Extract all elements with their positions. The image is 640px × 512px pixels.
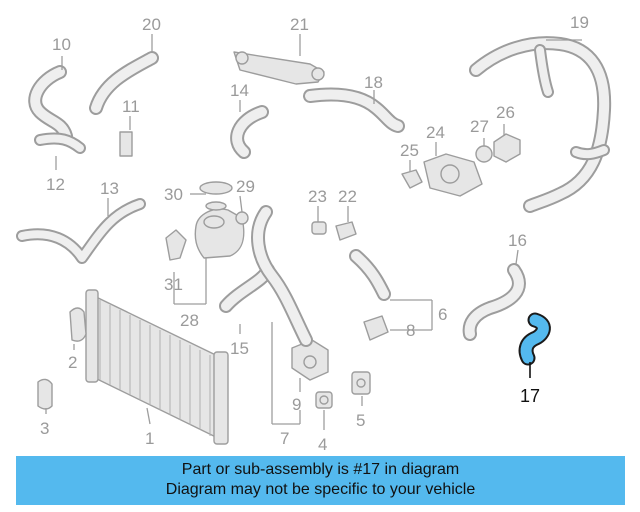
callout-labels: 1 2 3 4 5 6 7 8 9 10 11 12 13 14 15 16 1… [40,13,589,454]
callout-7[interactable]: 7 [280,429,289,448]
housing-part-24 [423,153,483,197]
reservoir-part-28 [194,208,245,259]
sensor-part-5 [351,371,371,395]
pipe-part-21 [233,51,325,85]
bracket-part-31 [165,229,187,261]
sensor-part-4 [315,391,333,409]
hose-part-16 [462,263,526,341]
sensor-part-11 [119,131,133,157]
hose-part-20 [89,51,159,115]
banner-line-1: Part or sub-assembly is #17 in diagram [181,461,460,478]
callout-8[interactable]: 8 [406,321,415,340]
callout-29[interactable]: 29 [236,177,255,196]
pipe-part-13 [16,198,146,264]
callout-31[interactable]: 31 [164,275,183,294]
callout-15[interactable]: 15 [230,339,249,358]
callout-19[interactable]: 19 [570,13,589,32]
callout-16[interactable]: 16 [508,231,527,250]
callout-4[interactable]: 4 [318,435,327,454]
pipe-part-12 [34,132,86,154]
callout-12[interactable]: 12 [46,175,65,194]
hose-part-15 [219,263,275,313]
callout-18[interactable]: 18 [364,73,383,92]
bracket-part-3 [37,378,53,410]
callout-5[interactable]: 5 [356,411,365,430]
cap-part-26 [493,133,521,163]
callout-2[interactable]: 2 [68,353,77,372]
callout-24[interactable]: 24 [426,123,445,142]
hose-part-7 [251,205,313,347]
banner-line-2: Diagram may not be specific to your vehi… [165,481,476,498]
callout-30[interactable]: 30 [164,185,183,204]
oring-part-27 [475,145,493,163]
callout-13[interactable]: 13 [100,179,119,198]
bracket-part-2 [69,307,87,342]
radiator-part-1 [85,289,229,445]
flange-part-8 [363,315,389,341]
hose-part-6 [349,249,391,301]
callout-23[interactable]: 23 [308,187,327,206]
callout-25[interactable]: 25 [400,141,419,160]
callout-22[interactable]: 22 [338,187,357,206]
callout-20[interactable]: 20 [142,15,161,34]
hose-part-14 [230,105,269,159]
leader-lines [45,34,582,430]
callout-17-highlighted[interactable]: 17 [520,386,540,406]
callout-26[interactable]: 26 [496,103,515,122]
callout-28[interactable]: 28 [180,311,199,330]
hose-part-19 [469,36,612,213]
callout-27[interactable]: 27 [470,117,489,136]
hose-part-10 [28,65,73,143]
housing-part-9 [291,339,329,381]
callout-9[interactable]: 9 [292,395,301,414]
gasket-part-25 [401,169,423,189]
hose-part-18 [303,87,405,133]
callout-1[interactable]: 1 [145,429,154,448]
clip-part-22 [335,221,357,241]
plug-part-23 [311,221,327,235]
callout-11[interactable]: 11 [122,97,140,116]
info-banner: Part or sub-assembly is #17 in diagram D… [16,456,625,505]
callout-6[interactable]: 6 [438,305,447,324]
callout-14[interactable]: 14 [230,81,249,100]
hose-part-17-highlighted[interactable] [518,312,551,366]
callout-10[interactable]: 10 [52,35,71,54]
cap-part-30 [199,181,233,211]
callout-21[interactable]: 21 [290,15,309,34]
callout-3[interactable]: 3 [40,419,49,438]
cap-part-29 [235,211,249,225]
